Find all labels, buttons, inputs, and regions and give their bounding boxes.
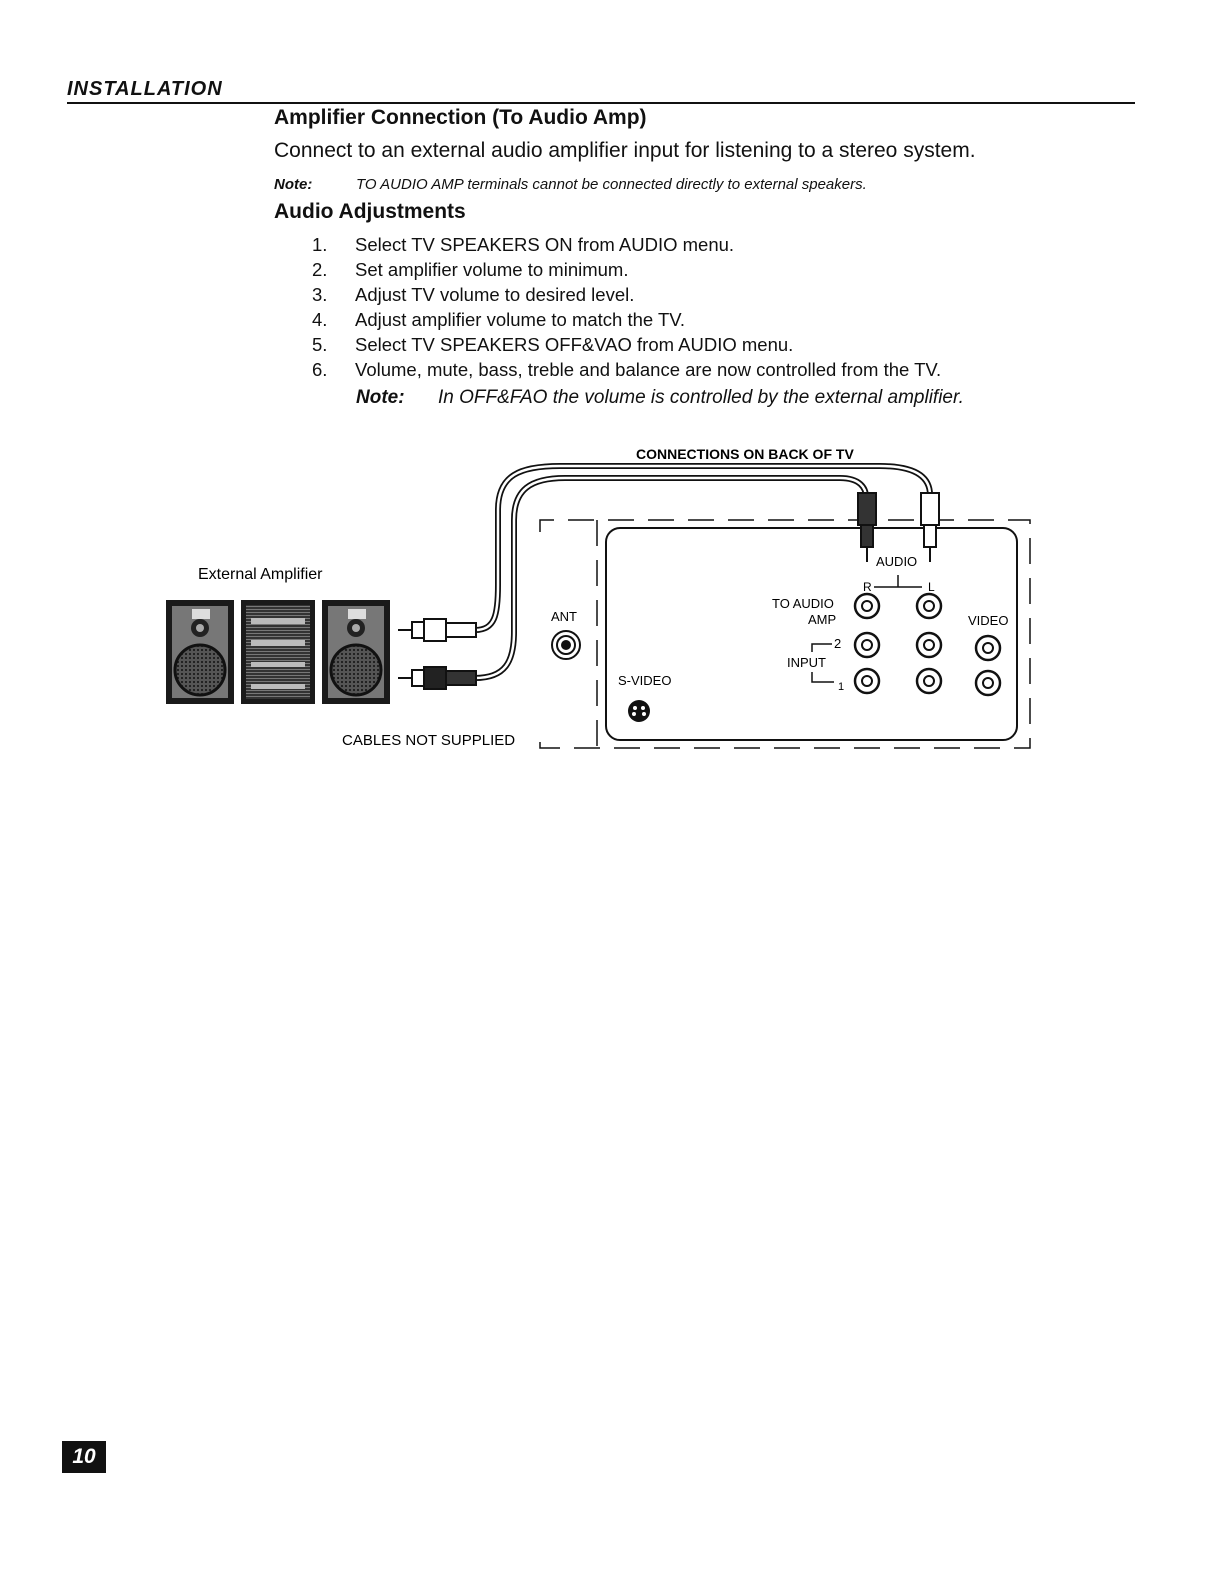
audio-label: AUDIO — [876, 554, 917, 569]
adjustments-note: Note: In OFF&FAO the volume is controlled… — [356, 387, 964, 409]
amplifier-heading: Amplifier Connection (To Audio Amp) — [274, 106, 647, 129]
video-label: VIDEO — [968, 613, 1008, 628]
amplifier-note: Note: TO AUDIO AMP terminals cannot be co… — [274, 176, 867, 193]
ant-label: ANT — [551, 609, 577, 624]
list-item: 5.Select TV SPEAKERS OFF&VAO from AUDIO … — [312, 334, 794, 355]
external-amplifier-label: External Amplifier — [198, 566, 323, 583]
input-1-video-jack — [974, 669, 1002, 697]
antenna-jack-icon — [551, 630, 581, 660]
tv-back-outline — [539, 519, 1031, 749]
list-item: 3.Adjust TV volume to desired level. — [312, 284, 635, 305]
adjustments-heading: Audio Adjustments — [274, 200, 466, 223]
amplifier-intro: Connect to an external audio amplifier i… — [274, 139, 976, 162]
input-2-video-jack — [974, 634, 1002, 662]
svideo-jack-icon — [628, 700, 650, 722]
to-audio-label: TO AUDIO — [772, 596, 834, 611]
r-label: R — [863, 580, 872, 594]
terminal-panel — [605, 527, 1018, 741]
list-item: 2.Set amplifier volume to minimum. — [312, 259, 629, 280]
input-2-l-jack — [915, 631, 943, 659]
white-plug-icon — [398, 618, 477, 642]
header-rule — [67, 102, 1135, 104]
amp-label: AMP — [808, 612, 836, 627]
cables-label: CABLES NOT SUPPLIED — [342, 732, 515, 749]
input-label: INPUT — [787, 655, 826, 670]
svideo-label: S-VIDEO — [618, 673, 671, 688]
input-2-r-jack — [853, 631, 881, 659]
note-label: Note: — [356, 387, 405, 408]
section-label: INSTALLATION — [67, 78, 223, 100]
note-text: In OFF&FAO the volume is controlled by t… — [438, 387, 964, 408]
tv-black-plug-icon — [857, 492, 877, 562]
input-2-label: 2 — [834, 636, 841, 651]
black-plug-icon — [398, 666, 477, 690]
diagram-title: CONNECTIONS ON BACK OF TV — [636, 446, 854, 462]
right-speaker-icon — [322, 600, 390, 704]
left-speaker-icon — [166, 600, 234, 704]
rca-jacks — [853, 592, 1002, 697]
input-1-label: 1 — [838, 681, 844, 693]
amplifier-unit-icon — [241, 600, 315, 704]
to-audio-amp-r-jack — [853, 592, 881, 620]
note-text: TO AUDIO AMP terminals cannot be connect… — [356, 176, 867, 193]
list-item: 1.Select TV SPEAKERS ON from AUDIO menu. — [312, 234, 735, 255]
note-label: Note: — [274, 176, 313, 193]
list-item: 6.Volume, mute, bass, treble and balance… — [312, 359, 942, 380]
connection-diagram: CONNECTIONS ON BACK OF TV External Ampli… — [166, 446, 1031, 749]
page-number: 10 — [62, 1441, 106, 1473]
list-item: 4.Adjust amplifier volume to match the T… — [312, 309, 686, 330]
input-1-r-jack — [853, 667, 881, 695]
steps-list: 1.Select TV SPEAKERS ON from AUDIO menu.… — [312, 232, 941, 382]
l-label: L — [928, 580, 935, 594]
audio-cables — [474, 463, 933, 681]
tv-white-plug-icon — [920, 492, 940, 562]
input-1-l-jack — [915, 667, 943, 695]
to-audio-amp-l-jack — [915, 592, 943, 620]
